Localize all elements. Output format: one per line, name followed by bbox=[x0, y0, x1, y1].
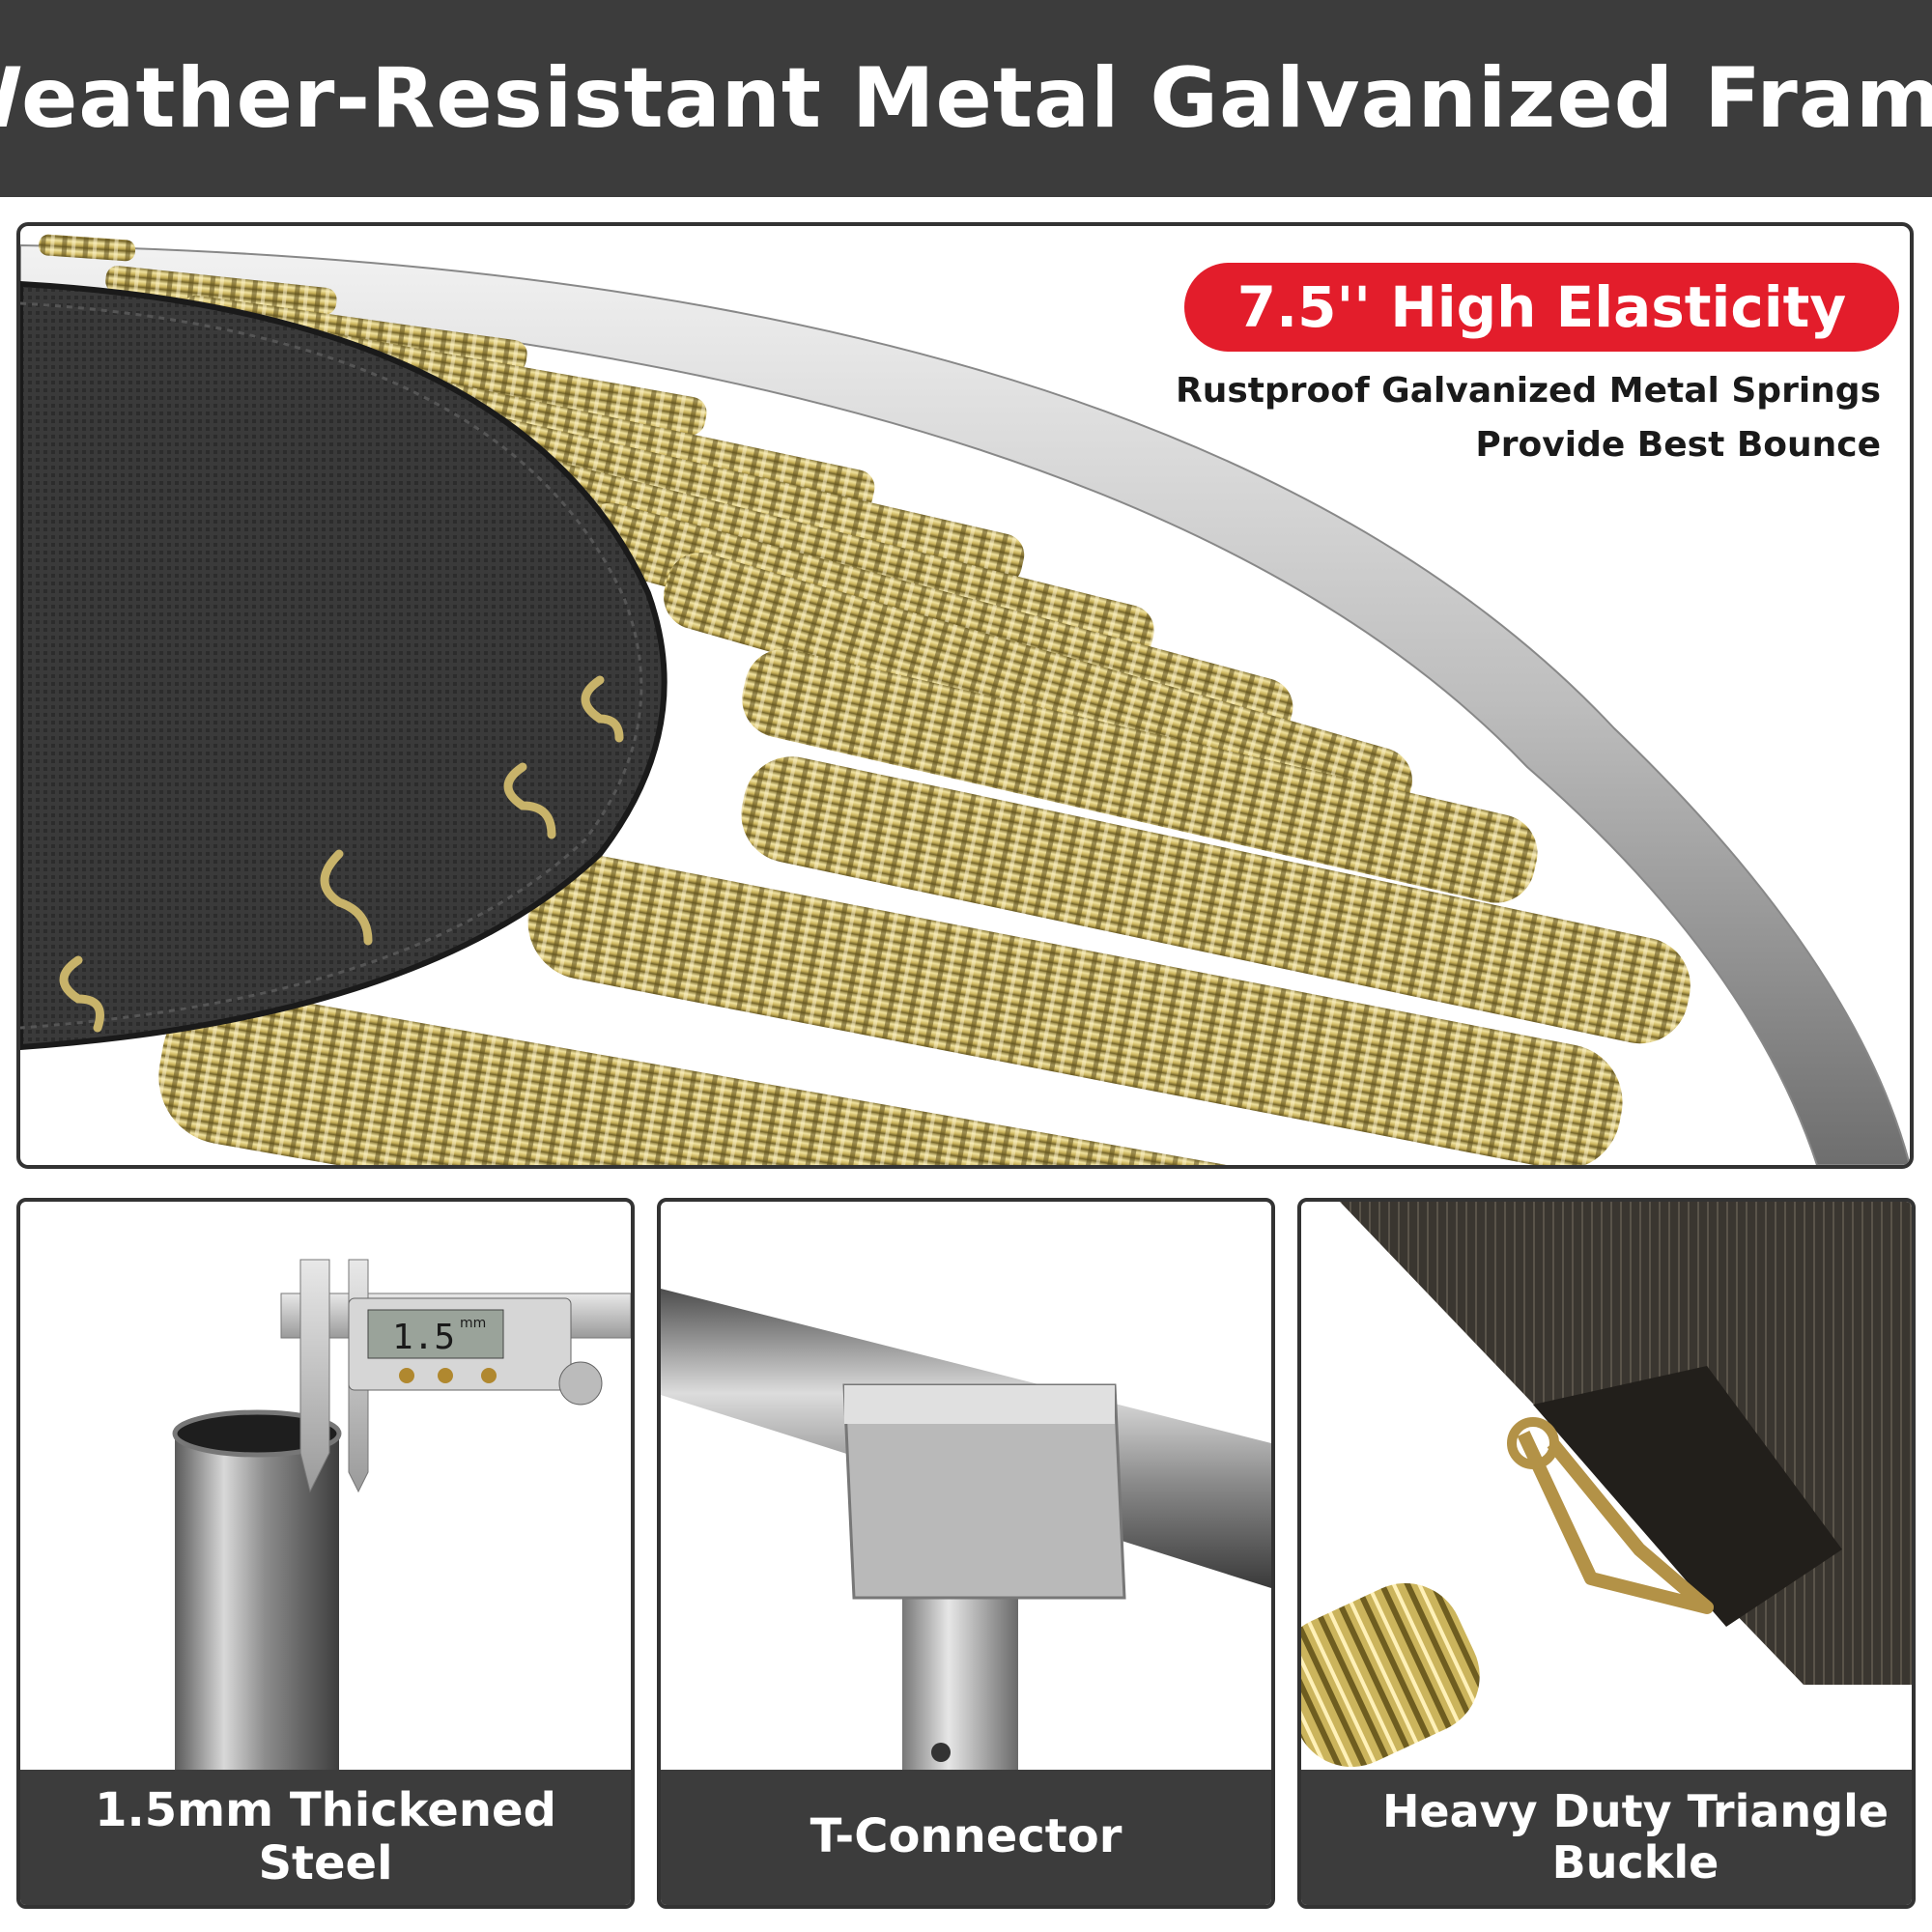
panel-thickened-steel: 1.5 mm 1.5mm Thickened Steel bbox=[16, 1198, 635, 1909]
caption-text: T-Connector bbox=[810, 1809, 1122, 1864]
subtitle-line-2: Provide Best Bounce bbox=[1475, 425, 1881, 465]
page-title: Weather-Resistant Metal Galvanized Frame bbox=[0, 50, 1932, 147]
caption-t-connector: T-Connector bbox=[661, 1770, 1271, 1905]
caliper-pipe-illustration: 1.5 mm bbox=[172, 1259, 631, 1777]
panel-triangle-buckle: Heavy Duty Triangle Buckle bbox=[1297, 1198, 1916, 1909]
caption-thickened-steel: 1.5mm Thickened Steel bbox=[20, 1770, 631, 1905]
panel-t-connector: T-Connector bbox=[657, 1198, 1275, 1909]
elasticity-badge: 7.5'' High Elasticity bbox=[1184, 263, 1899, 352]
gauge-reading: 1.5 bbox=[392, 1318, 455, 1357]
badge-label: 7.5'' High Elasticity bbox=[1236, 274, 1847, 340]
caption-triangle-buckle: Heavy Duty Triangle Buckle bbox=[1301, 1770, 1912, 1905]
t-connector-illustration bbox=[661, 1289, 1271, 1777]
triangle-buckle-illustration bbox=[1301, 1202, 1912, 1768]
hero-springs-image: 7.5'' High Elasticity Rustproof Galvaniz… bbox=[16, 222, 1914, 1169]
caption-text: Heavy Duty Triangle Buckle bbox=[1381, 1785, 1889, 1889]
header-banner: Weather-Resistant Metal Galvanized Frame bbox=[0, 0, 1932, 197]
springs-illustration bbox=[20, 234, 1910, 1165]
caption-text: 1.5mm Thickened Steel bbox=[95, 1782, 556, 1890]
subtitle-line-1: Rustproof Galvanized Metal Springs bbox=[1176, 371, 1881, 411]
gauge-unit: mm bbox=[460, 1316, 486, 1331]
trampoline-mat bbox=[20, 280, 668, 1051]
spring-hooks bbox=[59, 675, 624, 1033]
